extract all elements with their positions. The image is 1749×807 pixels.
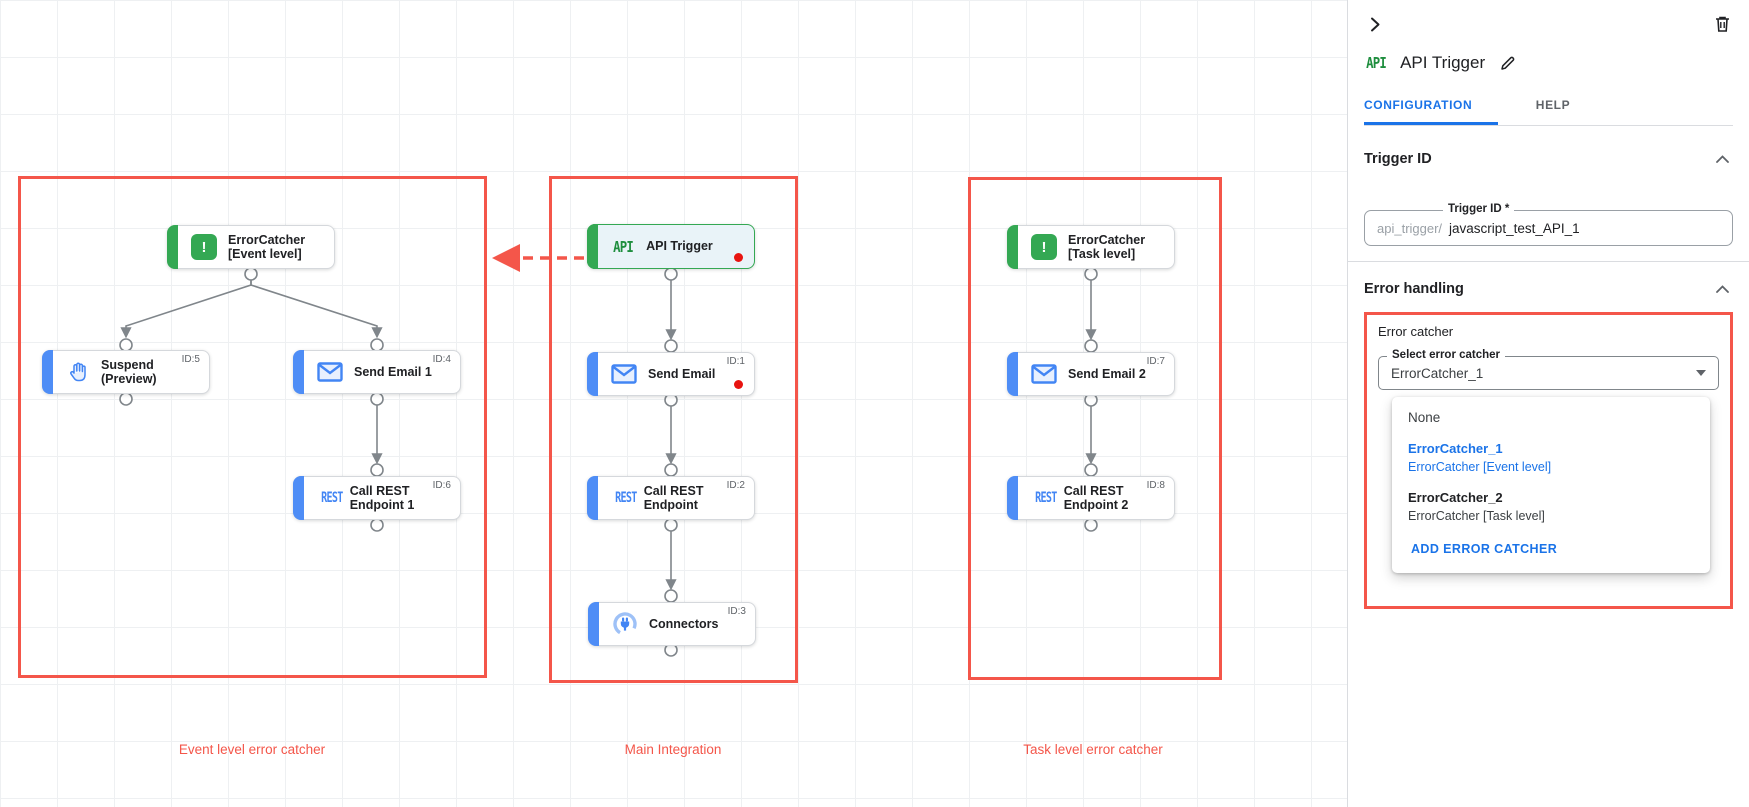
- delete-trigger-icon[interactable]: [1711, 13, 1733, 35]
- node-accent-bar: [1007, 225, 1018, 269]
- option-description: ErrorCatcher [Task level]: [1408, 509, 1545, 523]
- section-divider: [1348, 261, 1749, 262]
- rest-icon: REST: [1035, 490, 1057, 506]
- main-integration-group-frame: [549, 176, 798, 683]
- node-id-badge: ID:1: [726, 356, 745, 367]
- error-indicator-dot: [734, 253, 743, 262]
- node-accent-bar: [1007, 476, 1018, 520]
- node-call-rest-endpoint[interactable]: ID:2 REST Call REST Endpoint: [587, 476, 755, 520]
- rest-icon: REST: [615, 490, 637, 506]
- email-icon: [611, 364, 637, 384]
- task-level-group-frame: [968, 177, 1222, 680]
- node-send-email[interactable]: ID:1 Send Email: [587, 352, 755, 396]
- panel-tabs: CONFIGURATION HELP: [1364, 89, 1733, 126]
- menu-option-errorcatcher-2[interactable]: ErrorCatcher_2 ErrorCatcher [Task level]: [1408, 490, 1694, 523]
- edit-title-icon[interactable]: [1497, 52, 1519, 74]
- group-label-main-integration: Main Integration: [624, 742, 722, 757]
- node-title: ErrorCatcher [Task level]: [1068, 232, 1146, 261]
- rest-icon: REST: [321, 490, 343, 506]
- trigger-id-input-label: Trigger ID *: [1443, 203, 1515, 215]
- add-error-catcher-button[interactable]: ADD ERROR CATCHER: [1411, 542, 1558, 556]
- node-id-badge: ID:4: [432, 354, 451, 365]
- email-icon: [317, 362, 343, 382]
- node-title: Send Email 1: [354, 364, 432, 379]
- option-name: ErrorCatcher_1: [1408, 441, 1503, 456]
- node-errorcatcher-event-level[interactable]: ! ErrorCatcher [Event level]: [167, 225, 335, 269]
- node-errorcatcher-task-level[interactable]: ! ErrorCatcher [Task level]: [1007, 225, 1175, 269]
- event-level-group-frame: [18, 176, 487, 678]
- node-accent-bar: [293, 476, 304, 520]
- select-error-catcher[interactable]: Select error catcher ErrorCatcher_1: [1378, 349, 1719, 390]
- node-accent-bar: [587, 476, 598, 520]
- node-suspend-preview[interactable]: ID:5 Suspend (Preview): [42, 350, 210, 394]
- error-catcher-dropdown-menu: None ErrorCatcher_1 ErrorCatcher [Event …: [1392, 397, 1710, 573]
- node-id-badge: ID:8: [1146, 480, 1165, 491]
- trigger-id-section-title: Trigger ID: [1364, 151, 1432, 167]
- error-indicator-dot: [734, 380, 743, 389]
- menu-option-none[interactable]: None: [1408, 410, 1441, 425]
- node-title: ErrorCatcher [Event level]: [228, 232, 306, 261]
- node-accent-bar: [587, 352, 598, 396]
- node-title: Call REST Endpoint 1: [349, 483, 415, 512]
- node-call-rest-endpoint-2[interactable]: ID:8 REST Call REST Endpoint 2: [1007, 476, 1175, 520]
- node-id-badge: ID:3: [727, 606, 746, 617]
- node-send-email-2[interactable]: ID:7 Send Email 2: [1007, 352, 1175, 396]
- config-panel: API API Trigger CONFIGURATION HELP Trigg…: [1347, 0, 1749, 807]
- node-accent-bar: [293, 350, 304, 394]
- node-id-badge: ID:6: [432, 480, 451, 491]
- node-accent-bar: [167, 225, 178, 269]
- option-description: ErrorCatcher [Event level]: [1408, 460, 1552, 474]
- node-id-badge: ID:7: [1146, 356, 1165, 367]
- node-api-trigger[interactable]: API API Trigger: [587, 224, 755, 269]
- collapse-panel-icon[interactable]: [1364, 13, 1386, 35]
- select-error-catcher-label: Select error catcher: [1387, 349, 1506, 361]
- error-catcher-icon: !: [191, 234, 217, 260]
- trigger-id-value: javascript_test_API_1: [1449, 220, 1580, 236]
- tab-help[interactable]: HELP: [1535, 98, 1571, 112]
- node-title: Send Email: [648, 366, 716, 381]
- node-title: Send Email 2: [1068, 366, 1146, 381]
- select-error-catcher-value: ErrorCatcher_1: [1391, 365, 1484, 381]
- api-icon: API: [613, 237, 634, 256]
- api-trigger-type-icon: API: [1366, 54, 1387, 72]
- trigger-id-input[interactable]: Trigger ID * api_trigger/ javascript_tes…: [1364, 203, 1733, 246]
- node-call-rest-endpoint-1[interactable]: ID:6 REST Call REST Endpoint 1: [293, 476, 461, 520]
- connectors-icon: [613, 612, 637, 636]
- option-name: ErrorCatcher_2: [1408, 490, 1503, 505]
- menu-option-errorcatcher-1[interactable]: ErrorCatcher_1 ErrorCatcher [Event level…: [1408, 441, 1694, 474]
- dropdown-arrow-icon: [1696, 370, 1706, 376]
- node-accent-bar: [588, 602, 599, 646]
- collapse-error-handling-icon[interactable]: [1711, 278, 1733, 300]
- error-catcher-highlight-box: Error catcher Select error catcher Error…: [1364, 312, 1733, 609]
- node-connectors[interactable]: ID:3 Connectors: [588, 602, 756, 646]
- node-id-badge: ID:2: [726, 480, 745, 491]
- node-id-badge: ID:5: [181, 354, 200, 365]
- email-icon: [1031, 364, 1057, 384]
- group-label-event-level: Event level error catcher: [178, 742, 326, 757]
- node-accent-bar: [587, 224, 598, 269]
- error-catcher-icon: !: [1031, 234, 1057, 260]
- collapse-trigger-id-icon[interactable]: [1711, 148, 1733, 170]
- trigger-id-prefix: api_trigger/: [1377, 220, 1443, 236]
- node-accent-bar: [42, 350, 53, 394]
- node-title: Suspend (Preview): [101, 357, 157, 386]
- error-handling-section-title: Error handling: [1364, 281, 1464, 297]
- node-title: Call REST Endpoint 2: [1063, 483, 1129, 512]
- integration-canvas[interactable]: ! ErrorCatcher [Event level] ID:5 Suspen…: [0, 0, 1347, 807]
- error-catcher-group-label: Error catcher: [1378, 324, 1454, 339]
- node-title: Connectors: [649, 616, 719, 631]
- node-title: API Trigger: [646, 239, 713, 254]
- panel-title: API Trigger: [1400, 53, 1486, 72]
- node-send-email-1[interactable]: ID:4 Send Email 1: [293, 350, 461, 394]
- hand-icon: [70, 362, 86, 382]
- node-accent-bar: [1007, 352, 1018, 396]
- group-label-task-level: Task level error catcher: [1023, 742, 1163, 757]
- node-title: Call REST Endpoint: [643, 483, 704, 512]
- tab-configuration[interactable]: CONFIGURATION: [1364, 89, 1498, 125]
